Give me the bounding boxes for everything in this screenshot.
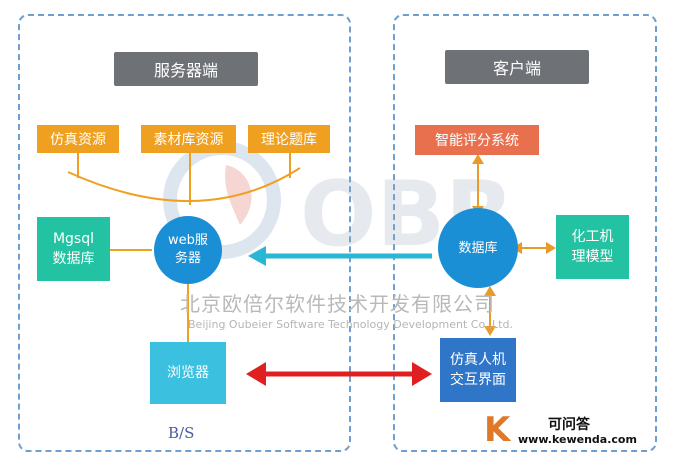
- resource-question-bank: 理论题库: [248, 125, 330, 153]
- client-panel: [393, 14, 657, 452]
- watermark-company-en: Beijing Oubeier Software Technology Deve…: [188, 318, 513, 331]
- db-model-double-arrow: [512, 242, 556, 254]
- server-panel: [18, 14, 351, 452]
- browser-node: 浏览器: [150, 342, 226, 404]
- chem-model: 化工机 理模型: [556, 215, 629, 279]
- watermark-company-cn: 北京欧倍尔软件技术开发有限公司: [180, 292, 495, 316]
- kewenda-logo-url: www.kewenda.com: [518, 433, 637, 446]
- client-header: 客户端: [445, 50, 589, 84]
- resource-materials: 素材库资源: [141, 125, 236, 153]
- db-sim-double-arrow: [484, 286, 496, 336]
- bs-architecture-label: B/S: [168, 424, 195, 442]
- webserver-node: [154, 216, 222, 284]
- browser-sim-double-arrow: [246, 362, 432, 386]
- scoring-system: 智能评分系统: [415, 125, 539, 155]
- resource-simulation: 仿真资源: [37, 125, 119, 153]
- mysql-database: Mgsql 数据库: [37, 217, 110, 281]
- sim-interaction-ui: 仿真人机 交互界面: [440, 338, 516, 402]
- db-to-webserver-arrowhead: [248, 246, 266, 266]
- webserver-label: web服 务器: [168, 233, 208, 266]
- client-database-label: 数据库: [458, 241, 498, 256]
- client-database-node: [438, 208, 518, 288]
- server-header: 服务器端: [114, 52, 258, 86]
- resource-arc: [67, 167, 301, 202]
- kewenda-logo-letter: K: [484, 410, 511, 450]
- kewenda-logo-name: 可问答: [548, 417, 590, 433]
